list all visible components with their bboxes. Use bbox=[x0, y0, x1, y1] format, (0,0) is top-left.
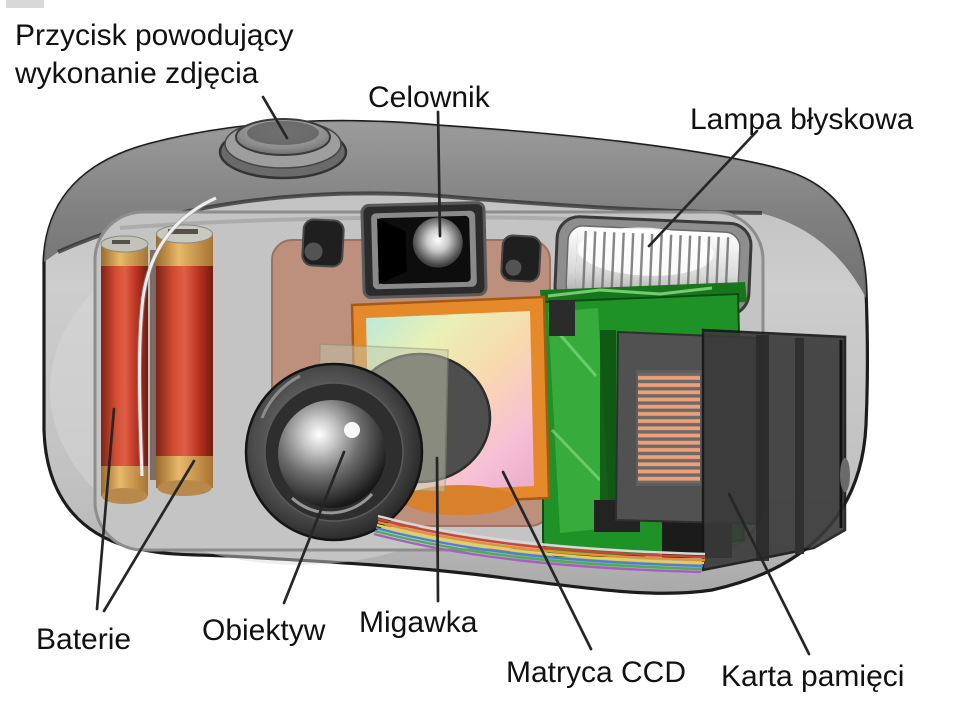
label-shutter: Migawka bbox=[359, 606, 478, 639]
battery-2 bbox=[156, 224, 213, 496]
lens-glass bbox=[278, 400, 386, 508]
viewfinder-side-block-left bbox=[301, 218, 345, 268]
pcb-slot bbox=[600, 330, 616, 526]
leader-lines bbox=[95, 95, 811, 656]
lens-assembly bbox=[244, 343, 492, 542]
leader-battery-2 bbox=[102, 459, 196, 613]
label-batteries: Baterie bbox=[36, 623, 132, 656]
leader-lens bbox=[282, 450, 346, 605]
ribbon-cable bbox=[373, 514, 706, 574]
batteries bbox=[100, 195, 218, 504]
label-lens: Obiektyw bbox=[202, 614, 326, 647]
battery-gap bbox=[150, 250, 158, 480]
leader-ccd bbox=[501, 470, 593, 651]
pcb-highlight bbox=[548, 308, 610, 533]
label-memory-card: Karta pamięci bbox=[721, 660, 905, 693]
label-shutter-release-line2: wykonanie zdjęcia bbox=[15, 57, 259, 90]
label-ccd: Matryca CCD bbox=[506, 656, 687, 689]
leader-flash bbox=[647, 129, 759, 248]
lens-mount-ring bbox=[404, 485, 516, 515]
contact-stripes bbox=[638, 373, 700, 483]
card-edge-band-2 bbox=[795, 338, 804, 554]
battery-wire bbox=[137, 196, 217, 477]
leader-shutter bbox=[435, 456, 440, 603]
label-flash: Lampa błyskowa bbox=[690, 103, 914, 136]
shutter-release-button bbox=[218, 118, 348, 180]
battery-1-terminal-mark bbox=[112, 240, 130, 244]
scan-artifact bbox=[6, 0, 44, 8]
leader-battery-1 bbox=[95, 407, 116, 611]
card-notch bbox=[840, 458, 850, 492]
leader-shutter-release bbox=[261, 95, 289, 140]
leader-memory-card bbox=[727, 492, 811, 656]
pcb-chip-top bbox=[549, 300, 575, 336]
lens-specular bbox=[344, 422, 360, 438]
battery-2-terminal-mark bbox=[168, 229, 198, 234]
viewfinder-side-block-right bbox=[500, 234, 542, 283]
viewfinder-lens bbox=[412, 217, 463, 268]
viewfinder bbox=[360, 201, 488, 299]
label-viewfinder: Celownik bbox=[368, 81, 490, 114]
memory-card-protrusion bbox=[701, 328, 847, 572]
label-shutter-release-line1: Przycisk powodujący bbox=[15, 19, 294, 52]
label-shutter-release: Przycisk powodujący wykonanie zdjęcia bbox=[15, 17, 293, 93]
viewfinder-dark-wedge bbox=[377, 218, 407, 285]
card-edge-band-1 bbox=[756, 335, 769, 561]
leader-viewfinder bbox=[436, 110, 442, 238]
